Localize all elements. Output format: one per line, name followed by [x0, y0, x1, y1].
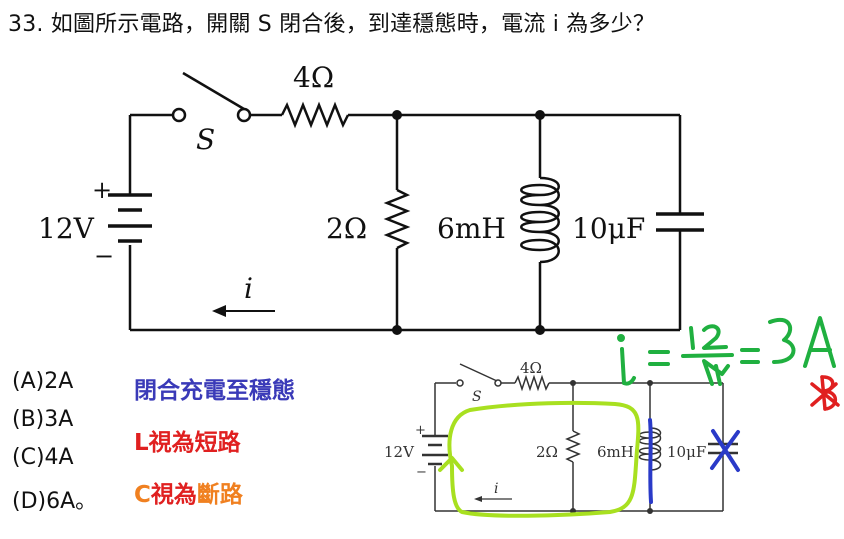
- label-switch: S: [196, 123, 215, 156]
- label-current-i: i: [244, 272, 253, 305]
- option-a: (A)2A: [12, 369, 74, 394]
- note-line-2: L視為短路: [134, 423, 241, 457]
- label-plus: +: [92, 176, 112, 204]
- note-c-symbol: C: [134, 482, 151, 508]
- note-line-1: 閉合充電至穩態: [134, 378, 295, 404]
- capacitor-open-mark: [710, 429, 740, 472]
- note-open-circuit: 斷路: [196, 482, 243, 508]
- handwritten-equation: [617, 316, 836, 386]
- label-minus: −: [94, 242, 114, 270]
- note-l-verb: 視為: [148, 430, 195, 456]
- small-label-plus: +: [415, 423, 426, 438]
- small-label-switch: S: [472, 389, 482, 405]
- resistor-4ohm: [280, 101, 350, 129]
- small-label-12v: 12V: [384, 443, 415, 461]
- question-text: 33. 如圖所示電路，開關 S 閉合後，到達穩態時，電流 i 為多少？: [8, 12, 656, 37]
- small-resistor-4ohm: [514, 374, 550, 392]
- small-label-4ohm: 4Ω: [520, 359, 542, 377]
- note-line-3: C視為斷路: [134, 475, 243, 509]
- note-c-verb: 視為: [150, 482, 197, 508]
- note-l-symbol: L: [134, 430, 149, 456]
- label-2ohm: 2Ω: [326, 212, 367, 245]
- inductor-short-mark: [648, 418, 653, 504]
- label-12v: 12V: [38, 212, 95, 245]
- option-c: (C)4A: [12, 445, 74, 470]
- small-label-6mh: 6mH: [597, 443, 634, 461]
- small-label-2ohm: 2Ω: [536, 443, 558, 461]
- answer-mark: [810, 375, 840, 411]
- label-10uf: 10μF: [572, 212, 645, 245]
- small-label-minus: −: [416, 465, 427, 480]
- label-6mh: 6mH: [437, 212, 506, 245]
- option-b: (B)3A: [12, 407, 74, 432]
- main-circuit-diagram: 4Ω S 12V + − 2Ω 6mH 10μF i: [38, 61, 704, 335]
- switch-blade: [182, 71, 245, 111]
- junction-dot: [535, 110, 545, 120]
- note-short-circuit: 短路: [194, 430, 241, 456]
- resistor-2ohm: [383, 188, 411, 250]
- option-d: (D)6A。: [12, 489, 98, 514]
- inductor-coil: [520, 176, 560, 264]
- junction-dot: [392, 110, 402, 120]
- junction-dot: [535, 325, 545, 335]
- small-resistor-2ohm: [565, 430, 581, 463]
- current-loop-arrowhead: [438, 456, 464, 472]
- small-label-current-i: i: [494, 481, 498, 497]
- current-loop-highlight: [447, 400, 641, 518]
- label-4ohm: 4Ω: [293, 61, 334, 94]
- switch-terminal-left: [171, 107, 187, 123]
- current-arrow-head: [212, 305, 226, 317]
- junction-dot: [392, 325, 402, 335]
- small-label-10uf: 10μF: [667, 443, 706, 461]
